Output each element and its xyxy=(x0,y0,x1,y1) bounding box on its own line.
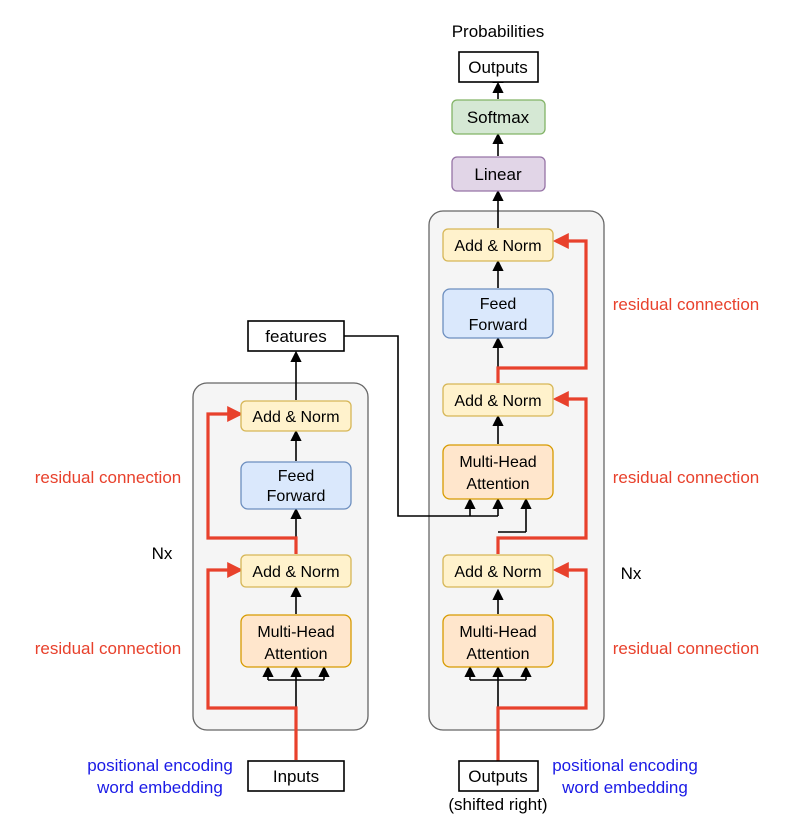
decoder-feed-forward-line2: Forward xyxy=(469,317,528,334)
encoder-add-norm-bottom-label: Add & Norm xyxy=(252,564,339,581)
decoder-embedding-line1: positional encoding xyxy=(552,756,698,775)
encoder-feed-forward xyxy=(240,461,352,510)
softmax-label: Softmax xyxy=(467,108,530,127)
residual-paths xyxy=(206,233,588,765)
features-label: features xyxy=(265,327,326,346)
encoder-residual-top-label: residual connection xyxy=(35,468,181,487)
decoder-self-attention-line1: Multi-Head xyxy=(459,624,536,641)
encoder-repeat-label: Nx xyxy=(152,544,173,563)
encoder-add-norm-bottom xyxy=(240,554,352,588)
decoder-residual-mid-path xyxy=(496,391,588,554)
decoder-add-norm-mid xyxy=(442,383,554,417)
decoder-repeat-label: Nx xyxy=(621,564,642,583)
encoder-self-attention-line2: Attention xyxy=(264,646,327,663)
decoder-feed-forward xyxy=(442,288,554,339)
linear-label: Linear xyxy=(474,165,522,184)
features-to-cross-attn xyxy=(344,335,470,517)
inputs-label: Inputs xyxy=(273,767,319,786)
decoder-residual-mid-label: residual connection xyxy=(613,468,759,487)
encoder-residual-bottom-path xyxy=(206,562,298,760)
encoder-feed-forward-line1: Feed xyxy=(278,468,314,485)
decoder-residual-bottom-path xyxy=(496,562,588,765)
decoder-add-norm-mid-label: Add & Norm xyxy=(454,393,541,410)
decoder-cross-attention-line1: Multi-Head xyxy=(459,454,536,471)
decoder-inputs-box xyxy=(458,760,539,792)
probabilities-label: Probabilities xyxy=(452,22,545,41)
decoder-add-norm-bottom-label: Add & Norm xyxy=(454,564,541,581)
decoder-add-norm-top-label: Add & Norm xyxy=(454,238,541,255)
decoder-self-attention-line2: Attention xyxy=(466,646,529,663)
encoder-add-norm-top xyxy=(240,400,352,432)
linear-block xyxy=(451,156,546,192)
encoder-embedding-line1: positional encoding xyxy=(87,756,233,775)
decoder-inputs-label: Outputs xyxy=(468,767,528,786)
decoder-embedding-line2: word embedding xyxy=(561,778,688,797)
features-box xyxy=(247,320,345,352)
inputs-box xyxy=(247,760,345,792)
decoder-residual-top-label: residual connection xyxy=(613,295,759,314)
softmax-block xyxy=(451,99,546,135)
encoder-residual-bottom-label: residual connection xyxy=(35,639,181,658)
encoder-embedding-line2: word embedding xyxy=(96,778,223,797)
decoder-feed-forward-line1: Feed xyxy=(480,296,516,313)
encoder-self-attention-line1: Multi-Head xyxy=(257,624,334,641)
shifted-right-label: (shifted right) xyxy=(448,795,547,814)
decoder-cross-attention xyxy=(442,444,554,500)
encoder-feed-forward-line2: Forward xyxy=(267,488,326,505)
decoder-residual-top-path xyxy=(496,233,588,383)
encoder-residual-top-path xyxy=(206,406,298,554)
encoder-add-norm-top-label: Add & Norm xyxy=(252,409,339,426)
final-outputs-label: Outputs xyxy=(468,58,528,77)
encoder-self-attention xyxy=(240,614,352,668)
final-outputs-box xyxy=(458,51,539,83)
decoder-add-norm-bottom xyxy=(442,554,554,588)
decoder-self-attention xyxy=(442,614,554,668)
decoder-add-norm-top xyxy=(442,228,554,262)
decoder-cross-attention-line2: Attention xyxy=(466,476,529,493)
decoder-residual-bottom-label: residual connection xyxy=(613,639,759,658)
